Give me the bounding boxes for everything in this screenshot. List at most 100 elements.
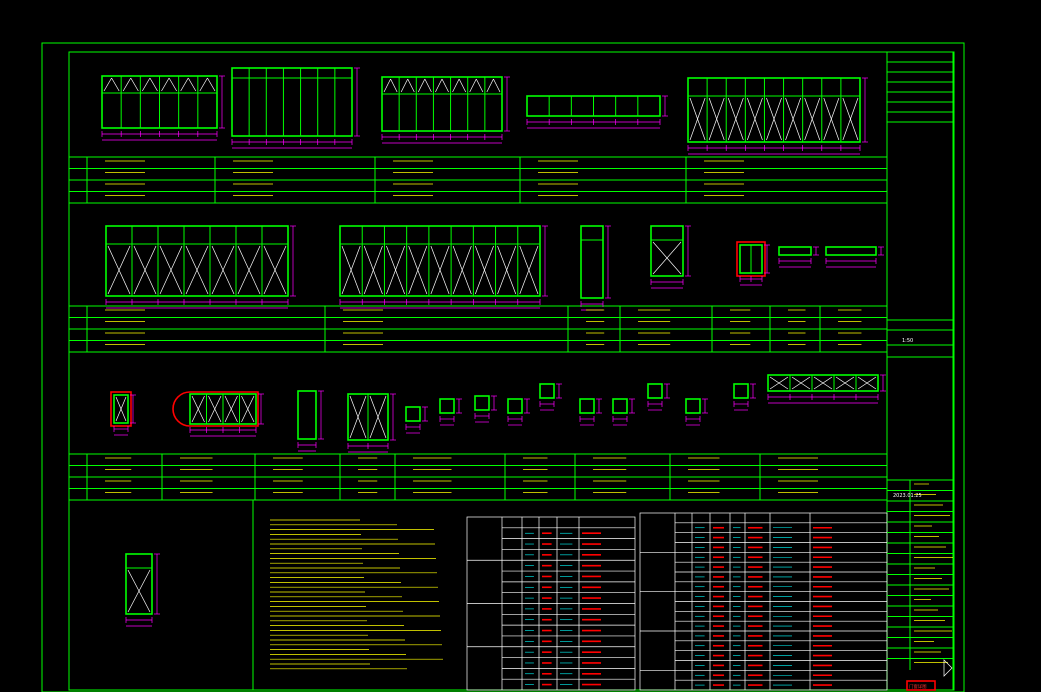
window-frame (113, 394, 129, 424)
opening-line (214, 395, 222, 410)
opening-line (813, 376, 824, 384)
window-elevation (685, 398, 708, 426)
opening-line (866, 382, 877, 390)
opening-line (408, 269, 419, 295)
window-elevation (339, 225, 548, 309)
transom-opening (486, 78, 494, 93)
window-elevation (347, 393, 396, 453)
opening-line (185, 245, 198, 271)
opening-line (417, 269, 428, 295)
opening-line (697, 97, 706, 120)
opening-line (191, 408, 199, 423)
opening-line (519, 245, 530, 271)
window-elevation (647, 383, 670, 411)
opening-line (386, 269, 396, 295)
window-frame (539, 383, 555, 399)
opening-line (222, 269, 235, 295)
opening-line (248, 269, 261, 295)
opening-line (804, 97, 813, 120)
transom-opening (441, 78, 449, 93)
opening-line (357, 416, 367, 439)
opening-line (357, 395, 367, 418)
opening-line (823, 97, 832, 120)
opening-line (823, 118, 832, 141)
opening-line (208, 395, 216, 410)
opening-line (196, 245, 209, 271)
opening-line (735, 118, 744, 141)
opening-line (652, 257, 668, 275)
window-frame (507, 398, 523, 414)
transom-opening (493, 78, 501, 93)
opening-line (735, 97, 744, 120)
transom-opening (458, 78, 467, 93)
opening-line (197, 395, 205, 410)
transom-opening (142, 77, 151, 92)
transom-opening (390, 78, 398, 93)
opening-line (528, 245, 539, 271)
transom-opening (424, 78, 432, 93)
opening-line (350, 245, 361, 271)
opening-line (363, 269, 374, 295)
general-notes (252, 500, 443, 690)
opening-line (666, 241, 682, 259)
transom-opening (199, 77, 208, 92)
opening-line (766, 118, 775, 141)
window-elevation (105, 225, 296, 309)
window-elevation (579, 398, 602, 426)
window-frame (687, 77, 861, 143)
opening-line (118, 269, 131, 295)
opening-line (369, 395, 379, 418)
opening-line (191, 395, 199, 410)
opening-line (822, 382, 833, 390)
sheet-number-box (906, 680, 936, 691)
window-elevation (507, 398, 530, 426)
window-frame (733, 383, 749, 399)
window-frame (767, 374, 879, 392)
opening-line (230, 408, 238, 423)
opening-line (127, 569, 140, 592)
opening-line (519, 269, 530, 295)
opening-line (341, 245, 352, 271)
window-elevation (231, 67, 360, 149)
opening-line (850, 118, 859, 141)
window-table (639, 512, 888, 691)
opening-line (115, 408, 122, 422)
opening-line (766, 97, 775, 120)
window-elevation (687, 77, 868, 155)
window-frame (231, 67, 353, 137)
transom-opening (161, 77, 170, 92)
opening-line (528, 269, 539, 295)
transom-opening (180, 77, 189, 92)
opening-line (769, 382, 780, 390)
opening-line (773, 118, 782, 141)
window-frame (125, 553, 153, 615)
window-elevation (474, 395, 497, 423)
opening-line (133, 245, 146, 271)
opening-line (170, 245, 183, 271)
opening-line (842, 118, 851, 141)
opening-line (386, 245, 396, 271)
opening-line (197, 408, 205, 423)
opening-line (237, 245, 250, 271)
window-frame (778, 246, 812, 256)
transom-opening (130, 77, 139, 92)
opening-line (689, 97, 698, 120)
opening-line (461, 245, 472, 271)
opening-line (439, 245, 450, 271)
opening-line (800, 376, 811, 384)
opening-line (792, 118, 801, 141)
door-table (466, 516, 636, 691)
opening-line (369, 416, 379, 439)
opening-line (115, 396, 122, 410)
title-scale: 1:50 (902, 338, 913, 344)
window-frame (474, 395, 490, 411)
north-arrow-icon (943, 659, 953, 677)
opening-line (652, 241, 668, 259)
opening-line (452, 269, 463, 295)
opening-line (727, 97, 737, 120)
opening-line (866, 376, 877, 384)
red-highlight-window (110, 391, 132, 427)
opening-line (214, 408, 222, 423)
opening-line (708, 118, 717, 141)
